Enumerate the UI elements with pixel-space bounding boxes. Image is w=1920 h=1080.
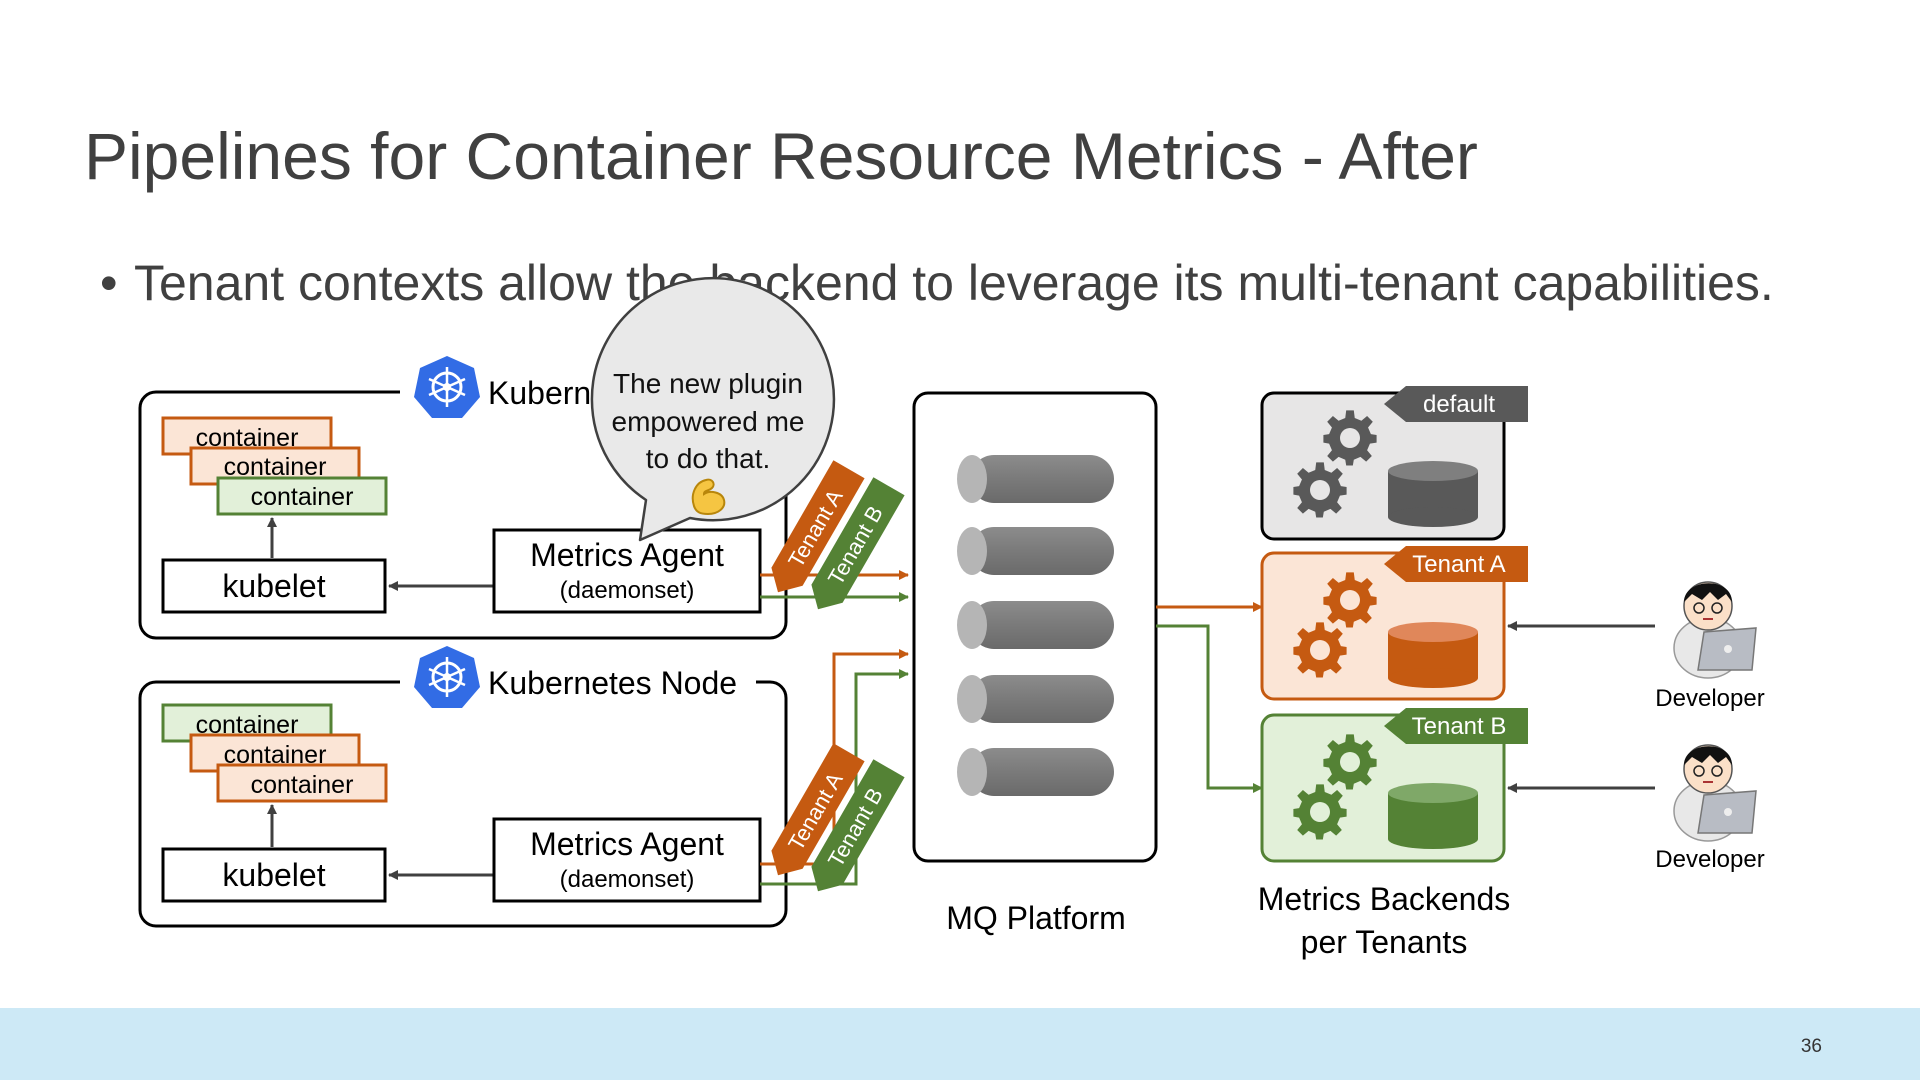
- developer-2: Developer: [1655, 744, 1765, 873]
- developer-1-label: Developer: [1655, 685, 1764, 712]
- metrics-agent-2: [492, 817, 762, 903]
- backend-tenant-b: Tenant B: [1260, 708, 1528, 863]
- queue-4: [957, 675, 1114, 723]
- backend-default-label: default: [1423, 391, 1495, 418]
- database-icon: [1388, 783, 1478, 849]
- container-1b-label: container: [224, 453, 327, 481]
- mq-platform: MQ Platform: [912, 391, 1158, 936]
- backends-caption-line-1: Metrics Backends: [1258, 881, 1511, 917]
- kubelet-2: [161, 847, 387, 903]
- backend-default: default: [1260, 386, 1528, 541]
- backend-tenant-a-label: Tenant A: [1412, 551, 1505, 578]
- developer-icon: [1673, 581, 1757, 679]
- backend-tenant-a-tag: Tenant A: [1384, 546, 1528, 582]
- page-number: 36: [1800, 1036, 1822, 1057]
- speech-bubble-line-3: to do that.: [646, 443, 771, 474]
- speech-bubble-line-2: empowered me: [612, 406, 805, 437]
- queue-5: [957, 748, 1114, 796]
- metrics-agent-1: [492, 528, 762, 614]
- backend-tenant-a: Tenant A: [1260, 546, 1528, 701]
- bullet-text: Tenant contexts allow the backend to lev…: [134, 255, 1774, 311]
- mq-to-backend-flows: [1156, 602, 1263, 793]
- kubelet-2-label: kubelet: [222, 857, 325, 893]
- bullet-dot: •: [100, 255, 118, 311]
- developer-1: Developer: [1655, 581, 1765, 712]
- kubelet-1: [161, 558, 387, 614]
- database-icon: [1388, 461, 1478, 527]
- backend-tenant-b-tag: Tenant B: [1384, 708, 1528, 744]
- gear-icon: [1323, 734, 1377, 790]
- metrics-agent-1-sub: (daemonset): [560, 577, 695, 604]
- gear-icon: [1293, 784, 1347, 840]
- slide-title: Pipelines for Container Resource Metrics…: [84, 119, 1478, 193]
- speech-bubble-line-1: The new plugin: [613, 368, 803, 399]
- bullet-point: • Tenant contexts allow the backend to le…: [100, 254, 1774, 312]
- database-icon: [1388, 622, 1478, 688]
- queue-3: [957, 601, 1114, 649]
- kubernetes-node-2: Kubernetes Node container container cont…: [138, 646, 788, 928]
- flexed-biceps-icon: [691, 478, 726, 516]
- queue-2: [957, 527, 1114, 575]
- kubelet-1-label: kubelet: [222, 568, 325, 604]
- metrics-agent-2-sub: (daemonset): [560, 866, 695, 893]
- metrics-agent-1-label: Metrics Agent: [530, 537, 724, 573]
- gear-icon: [1323, 572, 1377, 628]
- backend-tenant-b-label: Tenant B: [1412, 713, 1507, 740]
- gear-icon: [1293, 462, 1347, 518]
- queue-1: [957, 455, 1114, 503]
- developer-icon: [1673, 744, 1757, 842]
- container-2c: [216, 763, 388, 803]
- kubernetes-logo-icon: [414, 646, 480, 708]
- container-1c-label: container: [251, 483, 354, 511]
- kubernetes-logo-icon: [414, 356, 480, 418]
- node-2-title: Kubernetes Node: [488, 665, 737, 701]
- speech-bubble: The new plugin empowered me to do that.: [590, 276, 836, 542]
- mq-platform-label: MQ Platform: [946, 900, 1126, 936]
- backend-default-tag: default: [1384, 386, 1528, 422]
- backends-caption-line-2: per Tenants: [1301, 924, 1468, 960]
- gear-icon: [1323, 410, 1377, 466]
- footer-bar: [0, 1008, 1920, 1080]
- container-1c: [216, 476, 388, 516]
- gear-icon: [1293, 622, 1347, 678]
- container-2c-label: container: [251, 771, 354, 799]
- developer-2-label: Developer: [1655, 846, 1764, 873]
- metrics-agent-2-label: Metrics Agent: [530, 826, 724, 862]
